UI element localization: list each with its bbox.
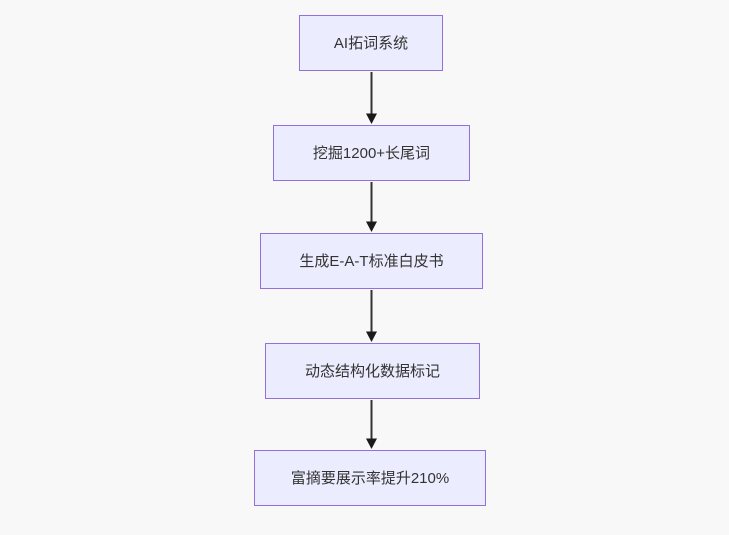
flowchart-node-step-2: 挖掘1200+长尾词 [273, 125, 470, 181]
flowchart-node-step-1: AI拓词系统 [299, 15, 443, 71]
edge-arrow-1 [366, 72, 377, 124]
flowchart-node-step-4: 动态结构化数据标记 [265, 343, 480, 399]
edge-arrow-2 [366, 182, 377, 232]
node-label: 富摘要展示率提升210% [290, 469, 450, 487]
node-label: 生成E-A-T标准白皮书 [299, 252, 444, 270]
flowchart-node-step-3: 生成E-A-T标准白皮书 [260, 233, 483, 289]
edge-arrow-3 [366, 290, 377, 342]
node-label: AI拓词系统 [333, 34, 409, 52]
node-label: 挖掘1200+长尾词 [312, 144, 431, 162]
edge-arrow-4 [366, 400, 377, 449]
flowchart-node-step-5: 富摘要展示率提升210% [254, 450, 486, 506]
node-label: 动态结构化数据标记 [304, 362, 440, 380]
